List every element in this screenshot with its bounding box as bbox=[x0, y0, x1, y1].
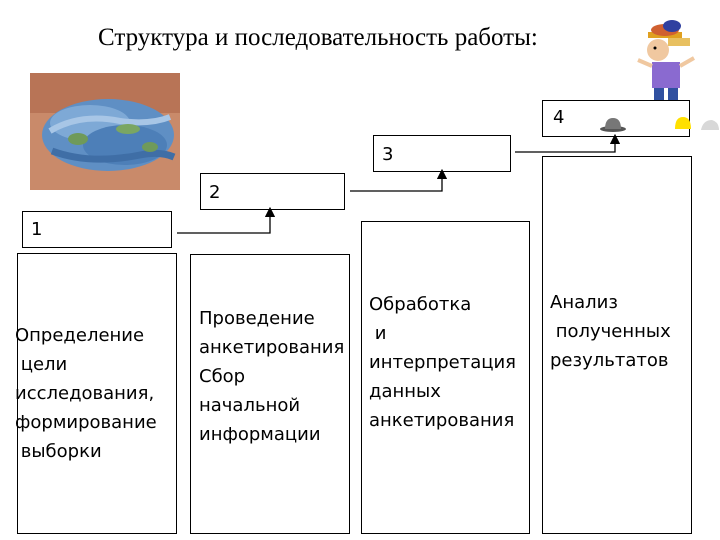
step-box-1: 1 bbox=[22, 211, 172, 248]
step-box-4: 4 bbox=[542, 100, 691, 137]
helmet-icon bbox=[675, 117, 691, 129]
step-number-4: 4 bbox=[553, 107, 565, 128]
step-description-4: Анализ полученных результатов bbox=[550, 292, 671, 371]
page-title: Структура и последовательность работы: bbox=[98, 24, 538, 51]
cap-icon bbox=[701, 120, 719, 130]
step-column-3 bbox=[361, 221, 530, 534]
step-number-3: 3 bbox=[382, 144, 394, 165]
step-column-2 bbox=[190, 254, 350, 534]
hands-globe-image bbox=[30, 73, 180, 190]
step-column-1 bbox=[17, 253, 177, 534]
step-number-2: 2 bbox=[209, 182, 221, 203]
step-column-4 bbox=[542, 156, 692, 534]
step-box-2: 2 bbox=[200, 173, 345, 210]
step-description-2: Проведение анкетирования Сбор начальной … bbox=[199, 308, 345, 445]
hat-icon bbox=[600, 118, 626, 132]
step-description-3: Обработка и интерпретация данных анкетир… bbox=[369, 294, 517, 431]
step-number-1: 1 bbox=[31, 219, 43, 240]
step-description-1: Определение цели исследования, формирова… bbox=[15, 325, 157, 462]
